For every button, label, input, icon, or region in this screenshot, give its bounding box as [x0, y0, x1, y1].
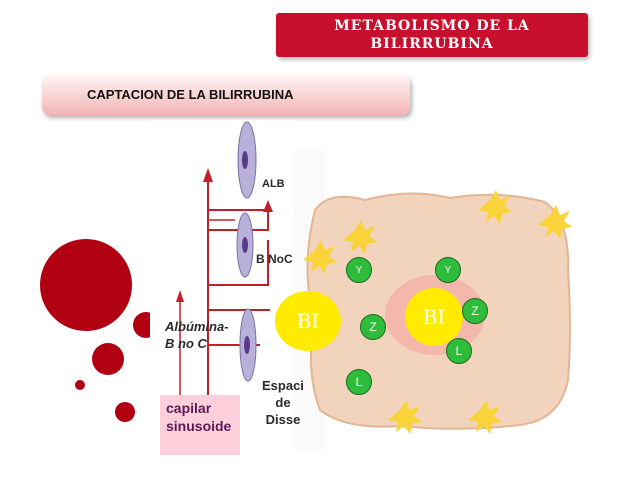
- espacio-line-1: Espaci: [262, 378, 304, 393]
- capilar-line-1: capilar: [166, 400, 212, 416]
- alb-label: ALB: [262, 178, 285, 190]
- capilar-sinusoide-label: capilar sinusoide: [160, 395, 240, 455]
- protein-l-right: L: [446, 338, 472, 364]
- albumina-line-1: Albúmina-: [165, 319, 229, 334]
- albumina-line-2: B no C: [165, 336, 207, 351]
- espacio-line-3: Disse: [265, 412, 301, 427]
- decor-dot-medium-2: [92, 343, 124, 375]
- protein-z-right: Z: [462, 298, 488, 324]
- protein-z-left: Z: [360, 314, 386, 340]
- espacio-disse-label: Espaci de Disse: [262, 377, 304, 428]
- decor-dot-small: [115, 402, 135, 422]
- bilirubin-circle-right: BI: [405, 288, 463, 346]
- bilirubin-circle-left: BI: [275, 291, 341, 351]
- espacio-line-2: de: [275, 395, 291, 410]
- title-banner: METABOLISMO DE LA BILIRRUBINA: [276, 13, 588, 57]
- protein-y-right: Y: [435, 257, 461, 283]
- protein-l-left: L: [346, 369, 372, 395]
- bilirubin-uptake-illustration: [150, 120, 572, 460]
- bnoc-label: B NoC: [256, 252, 293, 266]
- title-line-1: METABOLISMO DE LA: [334, 18, 530, 34]
- section-label: CAPTACION DE LA BILIRRUBINA: [42, 75, 410, 115]
- title-line-2: BILIRRUBINA: [370, 36, 494, 52]
- albumina-label: Albúmina- B no C: [165, 318, 229, 352]
- decor-dot-tiny: [75, 380, 85, 390]
- decor-dot-large: [40, 239, 132, 331]
- protein-y-left: Y: [346, 257, 372, 283]
- capilar-line-2: sinusoide: [166, 418, 232, 434]
